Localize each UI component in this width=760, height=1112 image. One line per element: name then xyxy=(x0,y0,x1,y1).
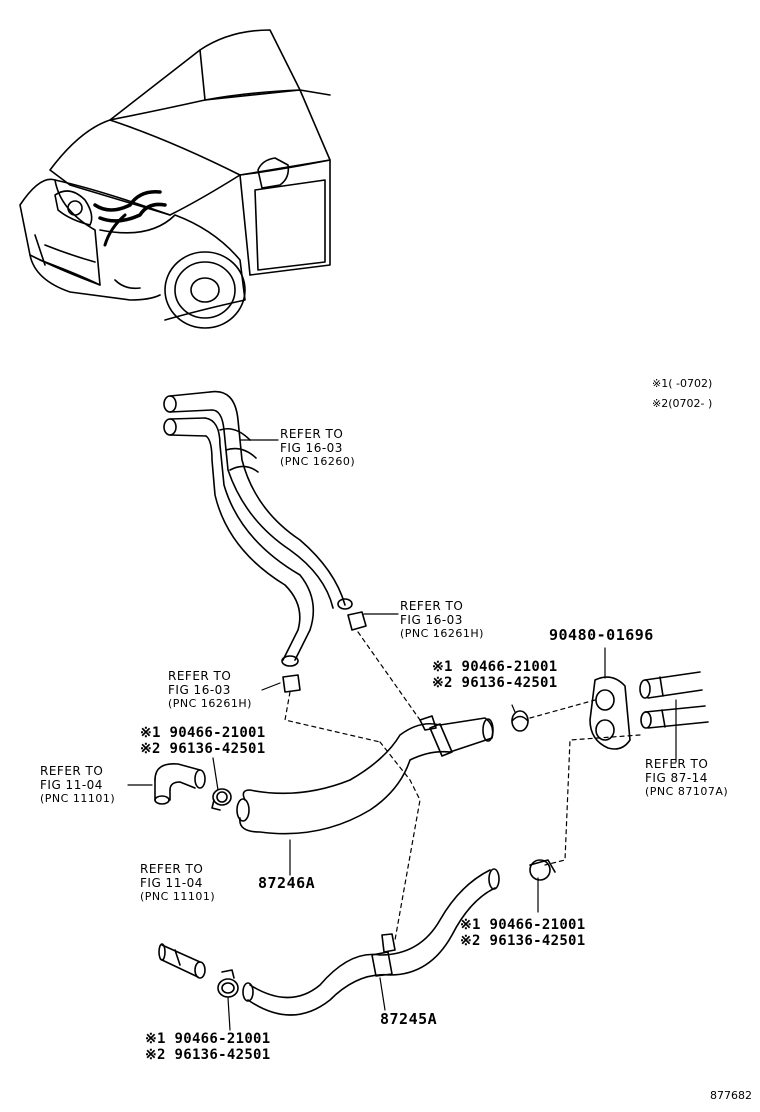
refer-line-1: REFER TO xyxy=(40,764,104,778)
clamp-part-1: ※1 90466-21001 xyxy=(460,917,586,933)
hose-87246a xyxy=(236,715,494,835)
refer-line-2: FIG 11-04 xyxy=(140,876,203,890)
clamp-part-1: ※1 90466-21001 xyxy=(432,659,558,675)
clamp-part-2: ※2 96136-42501 xyxy=(460,933,586,949)
refer-line-3: (PNC 11101) xyxy=(40,792,116,805)
clamp-top-right xyxy=(511,710,529,732)
clamp-bottom xyxy=(217,969,239,998)
leader-lines xyxy=(127,439,677,1031)
refer-fig-87-14: REFER TO FIG 87-14 (PNC 87107A) xyxy=(645,758,728,799)
part-number-hose-upper: 87246A xyxy=(258,874,316,892)
refer-fig-11-04-b: REFER TO FIG 11-04 (PNC 11101) xyxy=(140,863,215,904)
pipe-lower-left xyxy=(158,943,206,979)
refer-line-1: REFER TO xyxy=(280,427,344,441)
refer-line-1: REFER TO xyxy=(168,669,232,683)
part-clamp-left: ※1 90466-21001 ※2 96136-42501 xyxy=(140,726,266,758)
refer-line-2: FIG 16-03 xyxy=(168,683,231,697)
connection-lines xyxy=(284,631,641,941)
part-clamp-top-right: ※1 90466-21001 ※2 96136-42501 xyxy=(432,660,558,692)
clamp-part-2: ※2 96136-42501 xyxy=(432,675,558,691)
clamp-part-1: ※1 90466-21001 xyxy=(145,1031,271,1047)
legend-note-1: ※1( -0702) xyxy=(652,377,713,390)
refer-line-1: REFER TO xyxy=(400,599,464,613)
refer-line-2: FIG 16-03 xyxy=(400,613,463,627)
clamp-part-2: ※2 96136-42501 xyxy=(140,741,266,757)
refer-line-3: (PNC 16261H) xyxy=(168,697,252,710)
refer-line-1: REFER TO xyxy=(140,862,204,876)
part-clamp-mid-right: ※1 90466-21001 ※2 96136-42501 xyxy=(460,918,586,950)
elbow-pipe xyxy=(154,763,206,805)
refer-fig-16-03-top: REFER TO FIG 16-03 (PNC 16260) xyxy=(280,428,355,469)
refer-line-3: (PNC 11101) xyxy=(140,890,216,903)
figure-id: 877682 xyxy=(710,1089,752,1102)
part-clamp-bottom: ※1 90466-21001 ※2 96136-42501 xyxy=(145,1032,271,1064)
car-illustration xyxy=(19,29,331,329)
clamp-left xyxy=(211,788,232,811)
refer-line-2: FIG 16-03 xyxy=(280,441,343,455)
legend-note-2: ※2(0702- ) xyxy=(652,397,713,410)
refer-line-2: FIG 11-04 xyxy=(40,778,103,792)
clamp-part-1: ※1 90466-21001 xyxy=(140,725,266,741)
refer-line-3: (PNC 16261H) xyxy=(400,627,484,640)
refer-line-3: (PNC 87107A) xyxy=(645,785,729,798)
clamp-mid-right xyxy=(529,859,556,881)
part-number-hose-lower: 87245A xyxy=(380,1010,438,1028)
part-number-grommet: 90480-01696 xyxy=(549,626,654,644)
refer-line-2: FIG 87-14 xyxy=(645,771,708,785)
hose-87245a xyxy=(242,868,500,1016)
refer-line-3: (PNC 16260) xyxy=(280,455,356,468)
pipes-right xyxy=(639,671,709,729)
refer-line-1: REFER TO xyxy=(645,757,709,771)
refer-fig-11-04-a: REFER TO FIG 11-04 (PNC 11101) xyxy=(40,765,115,806)
refer-fig-16-03-left: REFER TO FIG 16-03 (PNC 16261H) xyxy=(168,670,252,711)
heater-hose-assembly xyxy=(163,390,367,693)
refer-fig-16-03-mid: REFER TO FIG 16-03 (PNC 16261H) xyxy=(400,600,484,641)
clamp-part-2: ※2 96136-42501 xyxy=(145,1047,271,1063)
grommet xyxy=(589,676,631,750)
